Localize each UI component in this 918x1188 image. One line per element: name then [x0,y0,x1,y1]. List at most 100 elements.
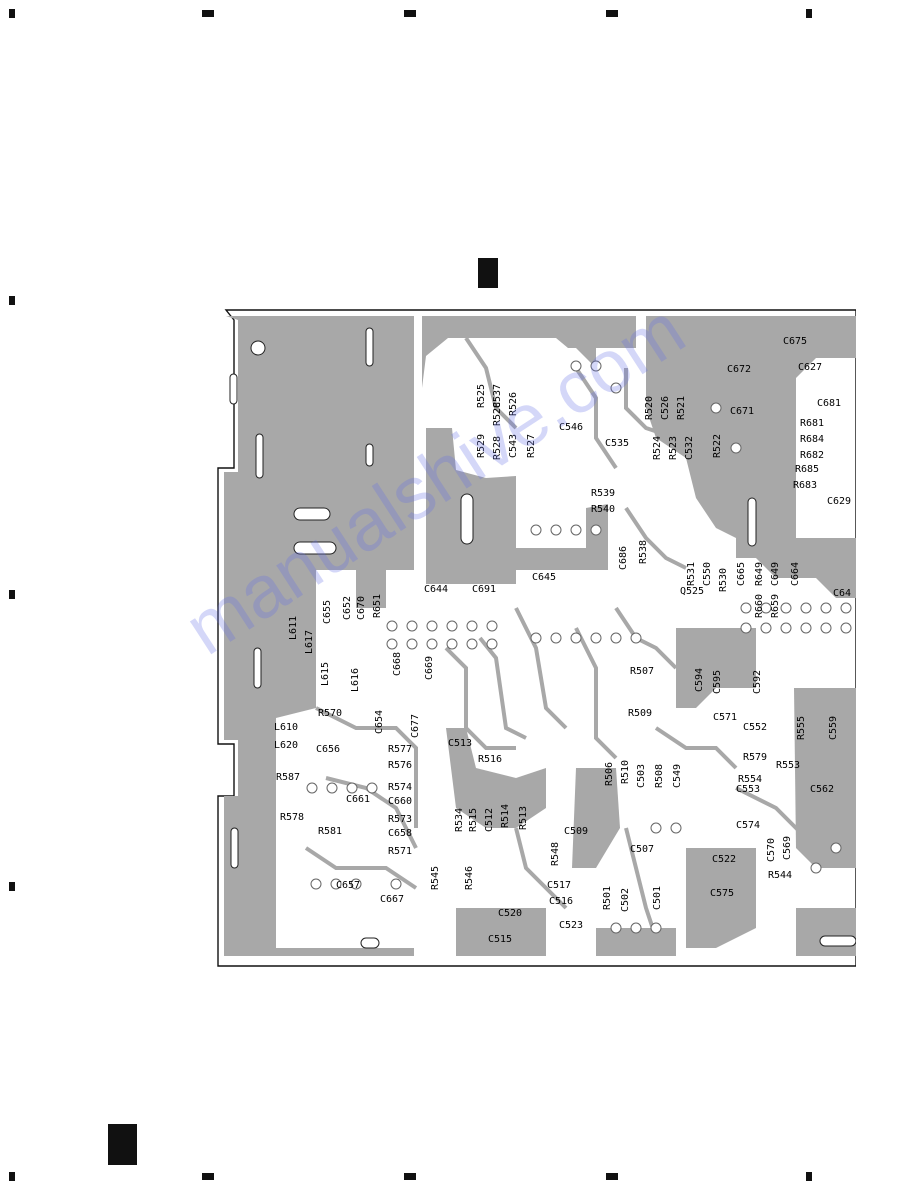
component-label: C543 [508,434,519,458]
component-label: C655 [322,600,333,624]
component-label: R682 [800,450,824,461]
registration-mark [806,1172,812,1181]
component-label: L610 [274,722,298,733]
component-label: R554 [738,774,762,785]
component-label: R523 [668,436,679,460]
component-label: R522 [712,434,723,458]
component-label: R515 [468,808,479,832]
section-marker-block [478,258,498,288]
component-label: R526 [508,392,519,416]
component-label: C671 [730,406,754,417]
component-label: C669 [424,656,435,680]
component-label: C502 [620,888,631,912]
pcb-board-svg: C675C627C672C681C671R681R684R682R685R683… [217,309,856,967]
component-label: C652 [342,596,353,620]
component-label: R514 [500,804,511,828]
component-label: Q525 [680,586,704,597]
registration-mark [9,1172,15,1181]
component-label: C575 [710,888,734,899]
registration-mark [202,10,214,17]
component-label: R548 [550,842,561,866]
component-label: R534 [454,808,465,832]
registration-mark [9,9,15,18]
component-label: C574 [736,820,760,831]
component-label: L616 [350,668,361,692]
component-label: R685 [795,464,819,475]
component-label: R513 [518,806,529,830]
component-label: C550 [702,562,713,586]
component-label: R570 [318,708,342,719]
component-label: R576 [388,760,412,771]
component-label: R507 [630,666,654,677]
component-label: C664 [790,562,801,586]
component-label: R525 [476,384,487,408]
component-label: L617 [304,630,315,654]
component-label: R571 [388,846,412,857]
component-label: R553 [776,760,800,771]
registration-mark [404,1173,416,1180]
component-label: R681 [800,418,824,429]
component-label: R578 [280,812,304,823]
component-label: R506 [604,762,615,786]
component-label: C681 [817,398,841,409]
component-label: R683 [793,480,817,491]
component-label: C570 [766,838,777,862]
component-label: C644 [424,584,448,595]
component-label: C526 [660,396,671,420]
component-label: R574 [388,782,412,793]
component-label: R577 [388,744,412,755]
component-label: R538 [638,540,649,564]
component-label: C535 [605,438,629,449]
component-label: R649 [754,562,765,586]
component-label: C549 [672,764,683,788]
component-label: R651 [372,594,383,618]
component-label: R528 [492,436,503,460]
component-label: L615 [320,662,331,686]
pcb-holes [229,327,856,949]
component-label: C686 [618,546,629,570]
component-label: C592 [752,670,763,694]
component-label: C553 [736,784,760,795]
component-label: R544 [768,870,792,881]
component-label: R524 [652,436,663,460]
component-label: C537 [492,384,503,408]
component-label: R545 [430,866,441,890]
component-label: R516 [478,754,502,765]
component-label: C665 [736,562,747,586]
component-label: R540 [591,504,615,515]
component-label: R528 [492,402,503,426]
component-label: R501 [602,886,613,910]
pcb-traces [304,336,818,939]
component-label: C629 [827,496,851,507]
component-label: C523 [559,920,583,931]
component-label: C677 [410,714,421,738]
component-label: C657 [336,880,360,891]
component-label: R510 [620,760,631,784]
component-label: R530 [718,568,729,592]
registration-mark [606,1173,618,1180]
component-label: C658 [388,828,412,839]
component-label: C571 [713,712,737,723]
pcb-pads [306,360,852,934]
component-label: C672 [727,364,751,375]
component-label: C516 [549,896,573,907]
component-label: C503 [636,764,647,788]
component-label: C64 [833,588,851,599]
registration-mark [606,10,618,17]
component-label: C691 [472,584,496,595]
component-label: R529 [476,434,487,458]
component-label: R531 [686,562,697,586]
component-label: C649 [770,562,781,586]
registration-mark [202,1173,214,1180]
component-label: C594 [694,668,705,692]
component-label: R539 [591,488,615,499]
component-label: C515 [488,934,512,945]
component-label: R509 [628,708,652,719]
component-label: C654 [374,710,385,734]
component-label: C522 [712,854,736,865]
component-label: C509 [564,826,588,837]
component-label: L611 [288,616,299,640]
component-label: C512 [484,808,495,832]
component-label: C569 [782,836,793,860]
